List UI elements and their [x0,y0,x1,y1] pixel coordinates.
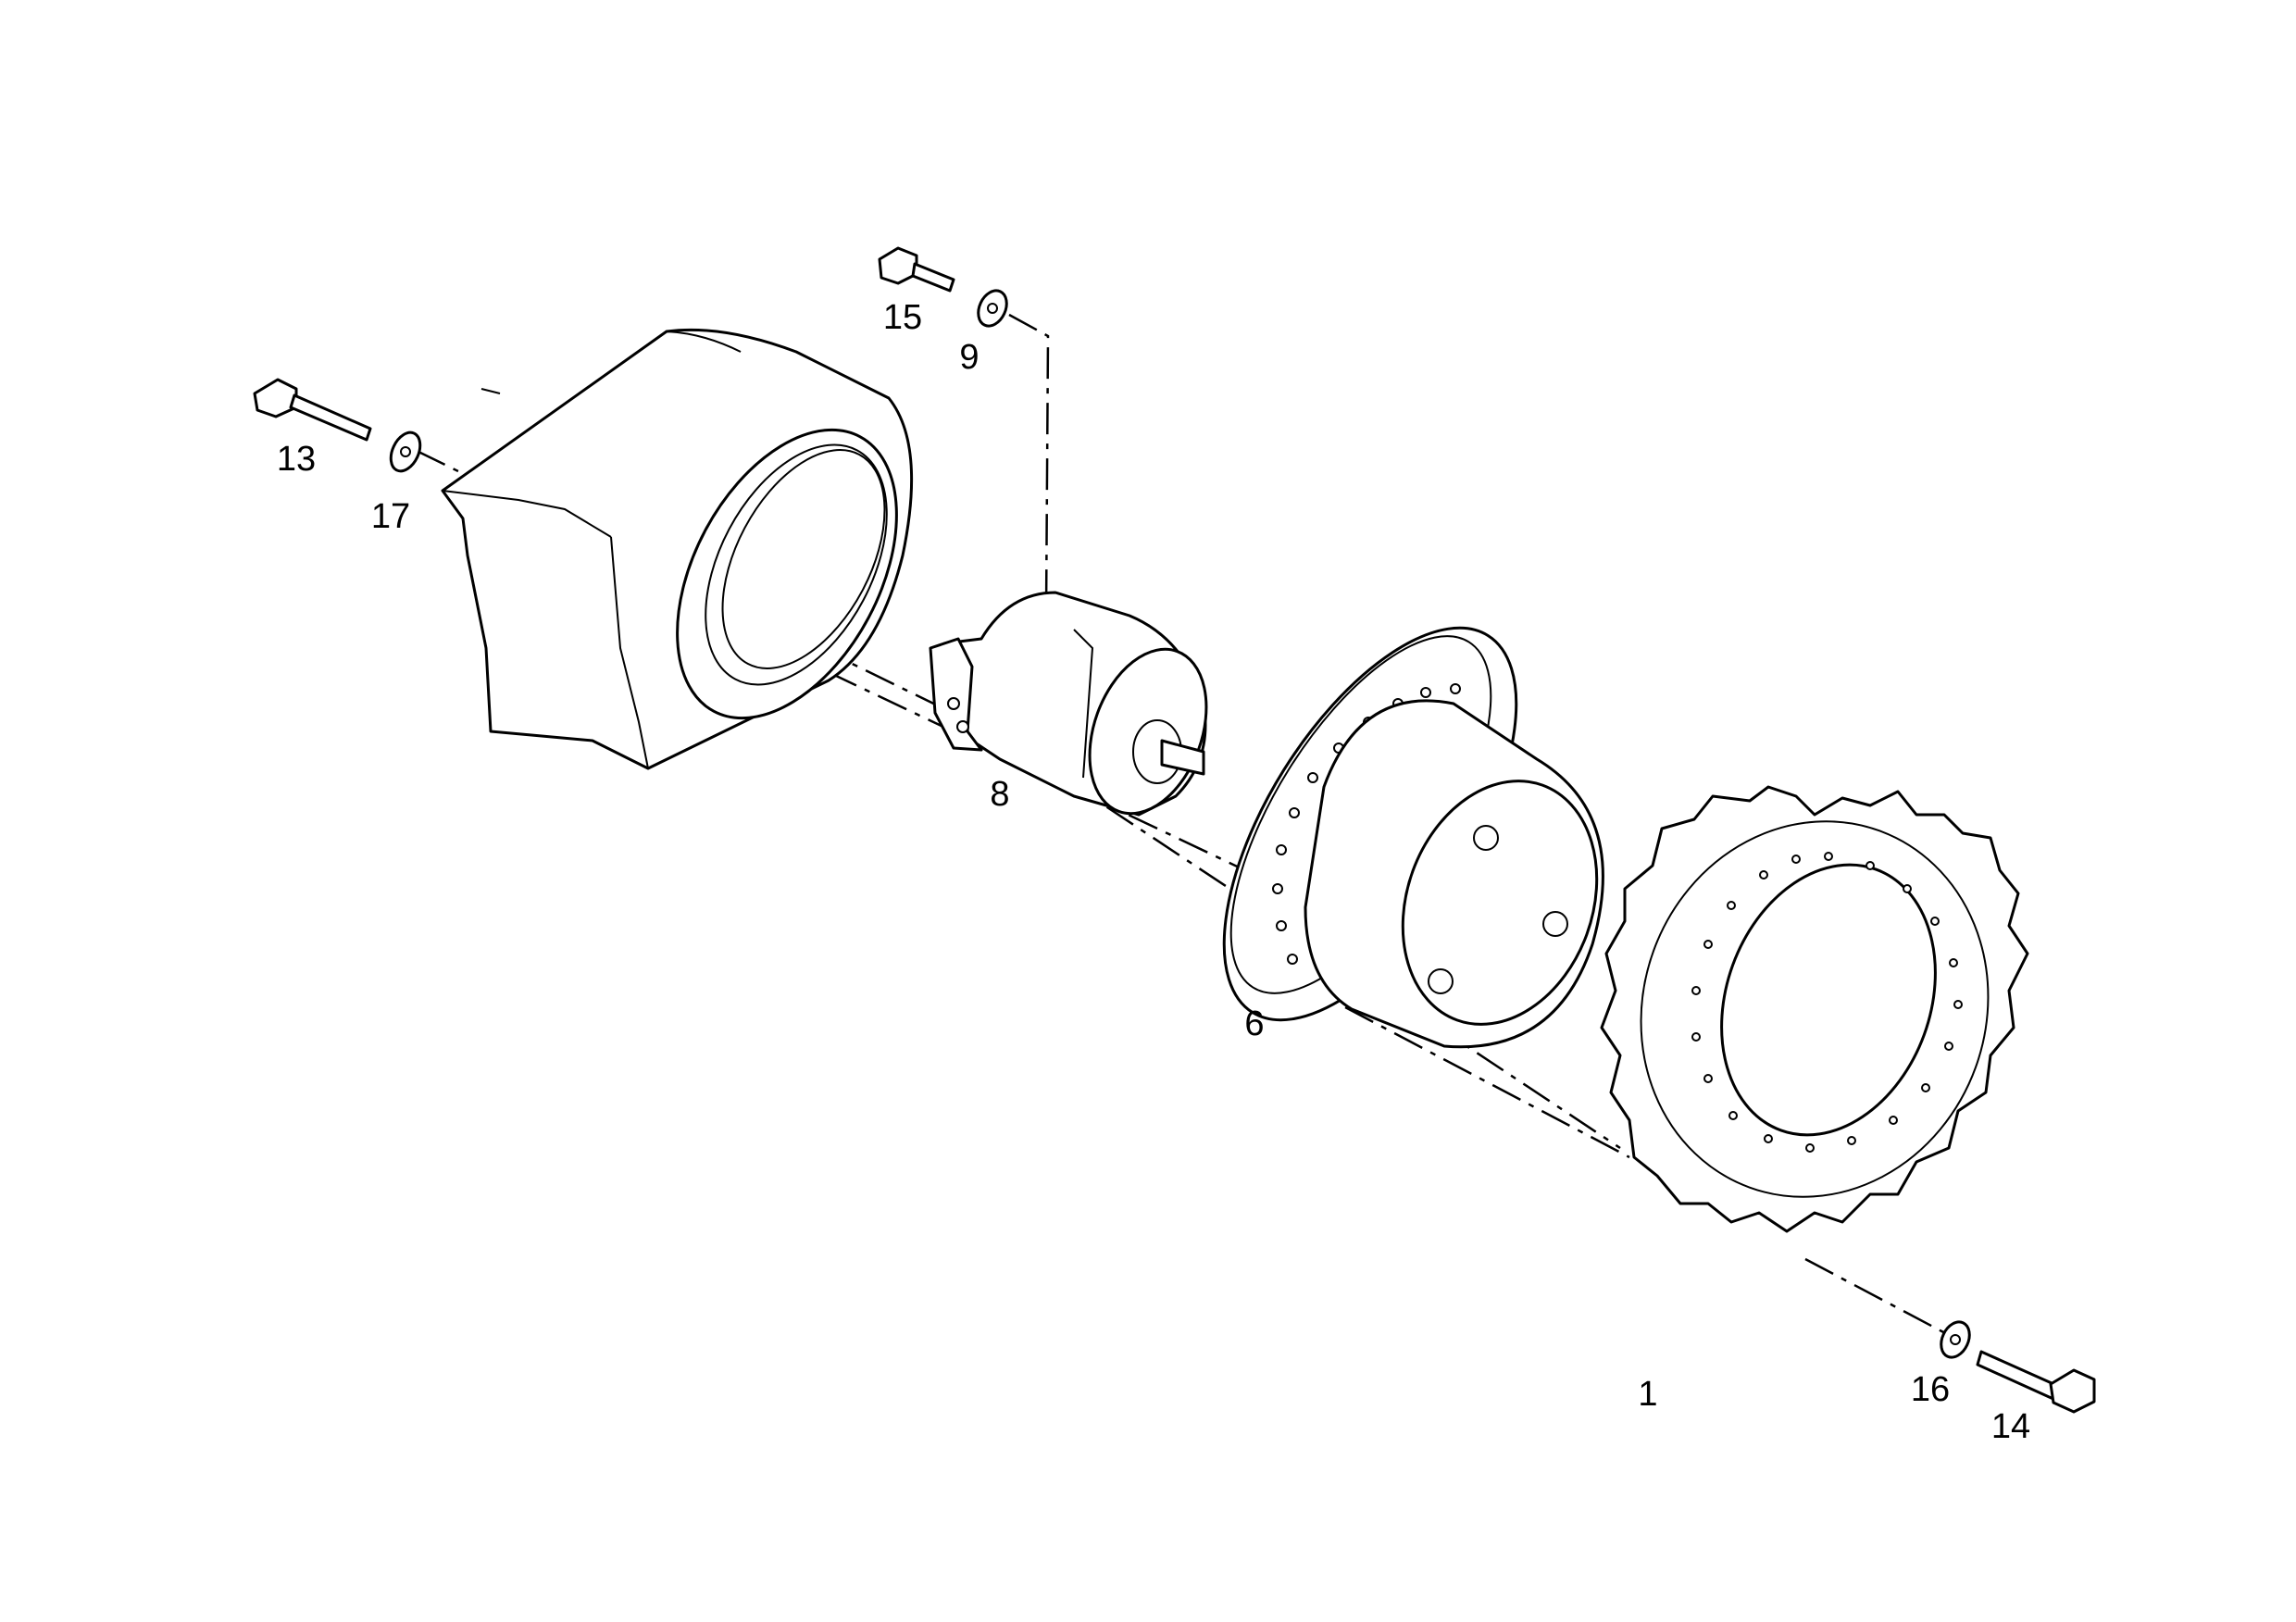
washer-9 [977,289,1008,328]
sprocket-bolt-holes [1691,852,1963,1153]
label-part-9: 9 [959,338,979,377]
hub-housing [1222,626,1604,1049]
washer-17 [389,430,422,473]
hydraulic-motor [929,591,1208,817]
bolt-15 [878,246,955,293]
bolt-13 [253,378,372,442]
label-part-8: 8 [990,775,1009,814]
bolt-14 [1976,1350,2096,1414]
label-part-13: 13 [277,440,316,479]
label-part-14: 14 [1991,1407,2030,1446]
label-part-6: 6 [1244,1004,1264,1043]
sprocket [1600,785,2029,1233]
label-part-16: 16 [1911,1370,1950,1409]
frame-housing [441,328,914,770]
callout-labels: 1 6 8 9 13 14 15 16 17 [277,298,2030,1446]
label-part-17: 17 [371,497,410,536]
label-part-1: 1 [1638,1375,1657,1414]
label-part-15: 15 [883,298,922,337]
washer-16 [1940,1320,1971,1359]
